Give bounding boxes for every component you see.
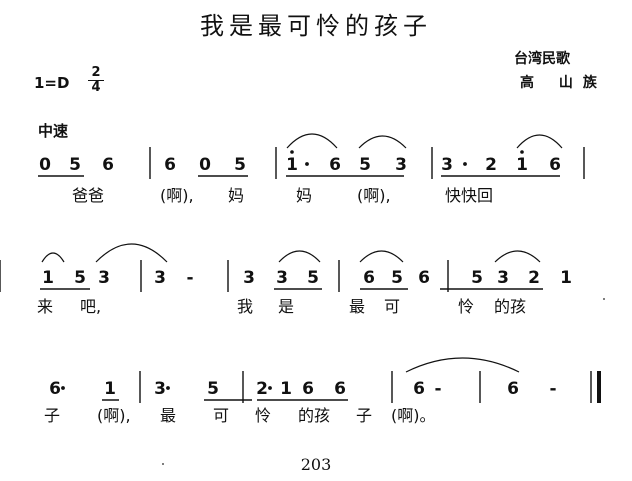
lyric: 妈 [296,186,312,205]
page-number: 203 [300,455,332,474]
note: 1 [280,379,292,399]
augmentation-dot [61,386,65,390]
print-speck [603,298,605,300]
lyric: 来 [37,297,53,316]
augmentation-dot [463,162,467,166]
note: 3 [243,268,255,288]
dash-extension: - [186,268,193,288]
high-octave-dot [290,150,294,154]
slur [358,135,407,149]
note: 3 [154,268,166,288]
note: 3 [441,155,453,175]
note: 1 [516,155,528,175]
note: 1 [286,155,298,175]
note: 2 [485,155,497,175]
lyric: 可 [213,406,229,425]
note: 5 [307,268,319,288]
lyric: 爸爸 [72,186,104,205]
slur [405,357,520,373]
note: 5 [234,155,246,175]
lyric: 的孩 [298,406,330,425]
note: 6 [302,379,314,399]
lyric: (啊), [97,406,131,425]
time-signature: 2 4 [88,66,104,95]
slur [286,133,338,149]
lyric: 是 [278,297,294,316]
slur [359,250,404,263]
note: 6 [334,379,346,399]
lyric: (啊), [357,186,391,205]
time-numerator: 2 [88,66,104,81]
lyric: 子 [356,406,372,425]
note: 6 [418,268,430,288]
note: 6 [549,155,561,175]
song-source: 台湾民歌 [514,51,570,67]
note: 6 [363,268,375,288]
dash-extension: - [549,379,556,399]
lyric: 怜 [458,297,474,316]
lyric: 最 [160,406,176,425]
note: 1 [104,379,116,399]
lyric: 的孩 [494,297,526,316]
augmentation-dot [166,386,170,390]
note: 3 [497,268,509,288]
print-speck [162,463,164,465]
lyric: 怜 [255,406,271,425]
lyric: (啊)。 [391,406,436,425]
note: 6 [413,379,425,399]
lyric: 可 [384,297,400,316]
slur [516,134,563,149]
note: 1 [42,268,54,288]
tempo-marking: 中速 [38,122,69,140]
note: 6 [329,155,341,175]
note: 5 [69,155,81,175]
time-denominator: 4 [91,80,101,95]
dash-extension: - [434,379,441,399]
note: 1 [560,268,572,288]
note: 6 [102,155,114,175]
note: 6 [49,379,61,399]
note: 5 [359,155,371,175]
slur [95,243,168,263]
lyric: 最 [349,297,365,316]
note: 6 [507,379,519,399]
lyric: 妈 [228,186,244,205]
lyric: 子 [44,406,60,425]
note: 5 [391,268,403,288]
note: 0 [39,155,51,175]
lyric: 吧, [80,297,101,316]
note: 5 [74,268,86,288]
note: 5 [207,379,219,399]
note: 0 [199,155,211,175]
lyric: (啊), [160,186,194,205]
slur [278,250,321,263]
lyric: 快快回 [445,186,493,205]
note: 3 [154,379,166,399]
note: 3 [276,268,288,288]
song-title: 我是最可怜的孩子 [200,12,432,40]
note: 6 [164,155,176,175]
high-octave-dot [520,150,524,154]
lyric: 我 [237,297,253,316]
note: 2 [256,379,268,399]
key-signature: 1=D [34,74,70,92]
song-ethnicity: 高 山族 [520,75,607,91]
note: 5 [471,268,483,288]
note: 3 [395,155,407,175]
slur [41,252,65,263]
augmentation-dot [268,386,272,390]
note: 2 [528,268,540,288]
slur [494,250,541,263]
note: 3 [98,268,110,288]
augmentation-dot [305,162,309,166]
